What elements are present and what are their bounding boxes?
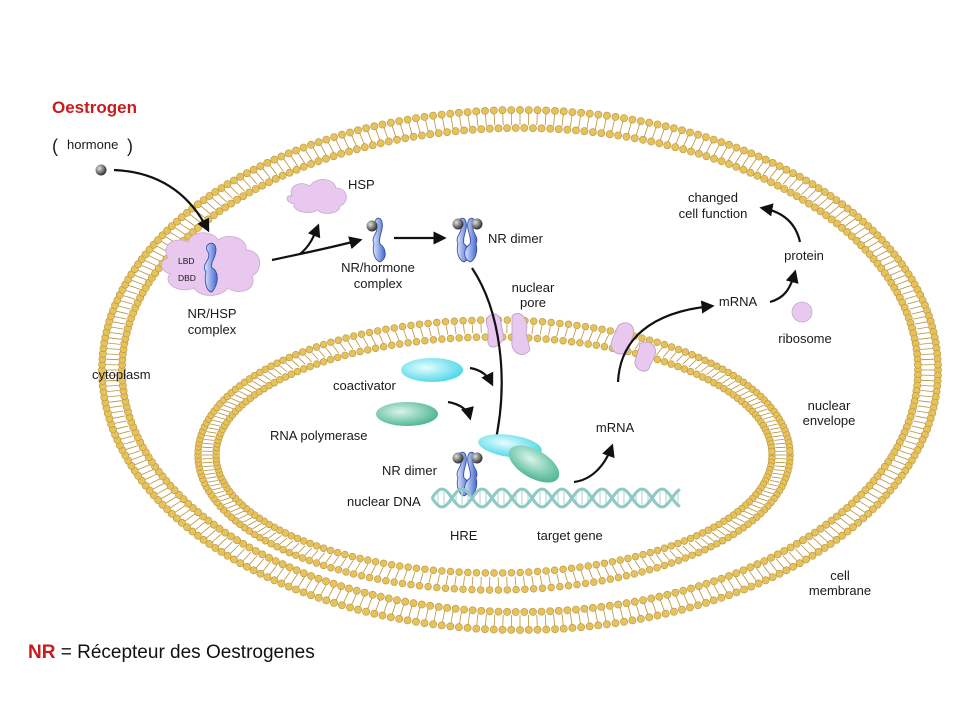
hre-label: HRE [450, 528, 478, 543]
arrow-hsp-release [299, 223, 321, 255]
nuclear-pore-label-1: nuclear [512, 280, 555, 295]
coactivator-label: coactivator [333, 378, 397, 393]
cell-membrane [98, 106, 942, 634]
arrow-mrna-export [616, 300, 715, 383]
nr-dimer-bottom-label: NR dimer [382, 463, 438, 478]
protein-label: protein [784, 248, 824, 263]
cell-membrane-label-2: membrane [809, 583, 871, 598]
ribosome-label: ribosome [778, 331, 831, 346]
arrow-transcription [573, 443, 615, 484]
nr-dimer-top-label: NR dimer [488, 231, 544, 246]
nr-hsp-complex-label-1: NR/HSP [187, 306, 236, 321]
lbd-label: LBD [178, 256, 195, 266]
arrow-polymerase [447, 400, 474, 421]
title-oestrogen: Oestrogen [52, 98, 137, 117]
nr-hormone-label-1: NR/hormone [341, 260, 415, 275]
arrow-to-nr-hormone [271, 236, 363, 262]
legend-text: = Récepteur des Oestrogenes [55, 642, 315, 663]
nr-hsp-complex-label-2: complex [188, 322, 237, 337]
arrow-hormone-entry [113, 168, 210, 233]
nuclear-envelope-label-1: nuclear [808, 398, 851, 413]
nuclear-pore-label-2: pore [520, 295, 546, 310]
ribosome-shape [791, 301, 813, 323]
nr-hsp-complex [161, 232, 260, 296]
changed-cell-function-label-2: cell function [679, 206, 748, 221]
paren-close: ) [127, 136, 133, 156]
nuclear-pore-left [486, 313, 531, 355]
mrna-top-label: mRNA [719, 294, 758, 309]
arrow-mrna-to-protein [769, 269, 799, 304]
hsp-shape [286, 179, 347, 214]
hormone-molecule [95, 164, 107, 176]
paren-open: ( [52, 136, 58, 156]
bound-polymerase [508, 445, 560, 483]
nuclear-envelope [194, 316, 794, 594]
nr-dimer-bottom [452, 451, 483, 497]
mrna-bottom-label: mRNA [596, 420, 635, 435]
rna-polymerase-label: RNA polymerase [270, 428, 368, 443]
dbd-label: DBD [178, 273, 196, 283]
nr-dimer-top [452, 217, 483, 263]
rna-polymerase-shape [376, 402, 438, 426]
cytoplasm-label: cytoplasm [92, 367, 151, 382]
cell-membrane-label-1: cell [830, 568, 850, 583]
nuclear-dna-label: nuclear DNA [347, 494, 421, 509]
nuclear-pore-right [610, 322, 656, 372]
target-gene-label: target gene [537, 528, 603, 543]
arrow-dimer-to-nucleus [471, 267, 503, 451]
nr-hormone-complex [366, 217, 386, 263]
legend-abbr: NR [28, 642, 56, 663]
nr-hormone-label-2: complex [354, 276, 403, 291]
coactivator-shape [401, 358, 463, 382]
nuclear-envelope-label-2: envelope [803, 413, 856, 428]
hsp-label: HSP [348, 177, 375, 192]
arrow-coactivator [469, 366, 494, 387]
arrow-protein-to-function [759, 203, 802, 243]
legend: NR = Récepteur des Oestrogenes [28, 642, 315, 664]
nuclear-dna-helix [430, 487, 681, 509]
hormone-label: hormone [67, 137, 118, 152]
changed-cell-function-label-1: changed [688, 190, 738, 205]
